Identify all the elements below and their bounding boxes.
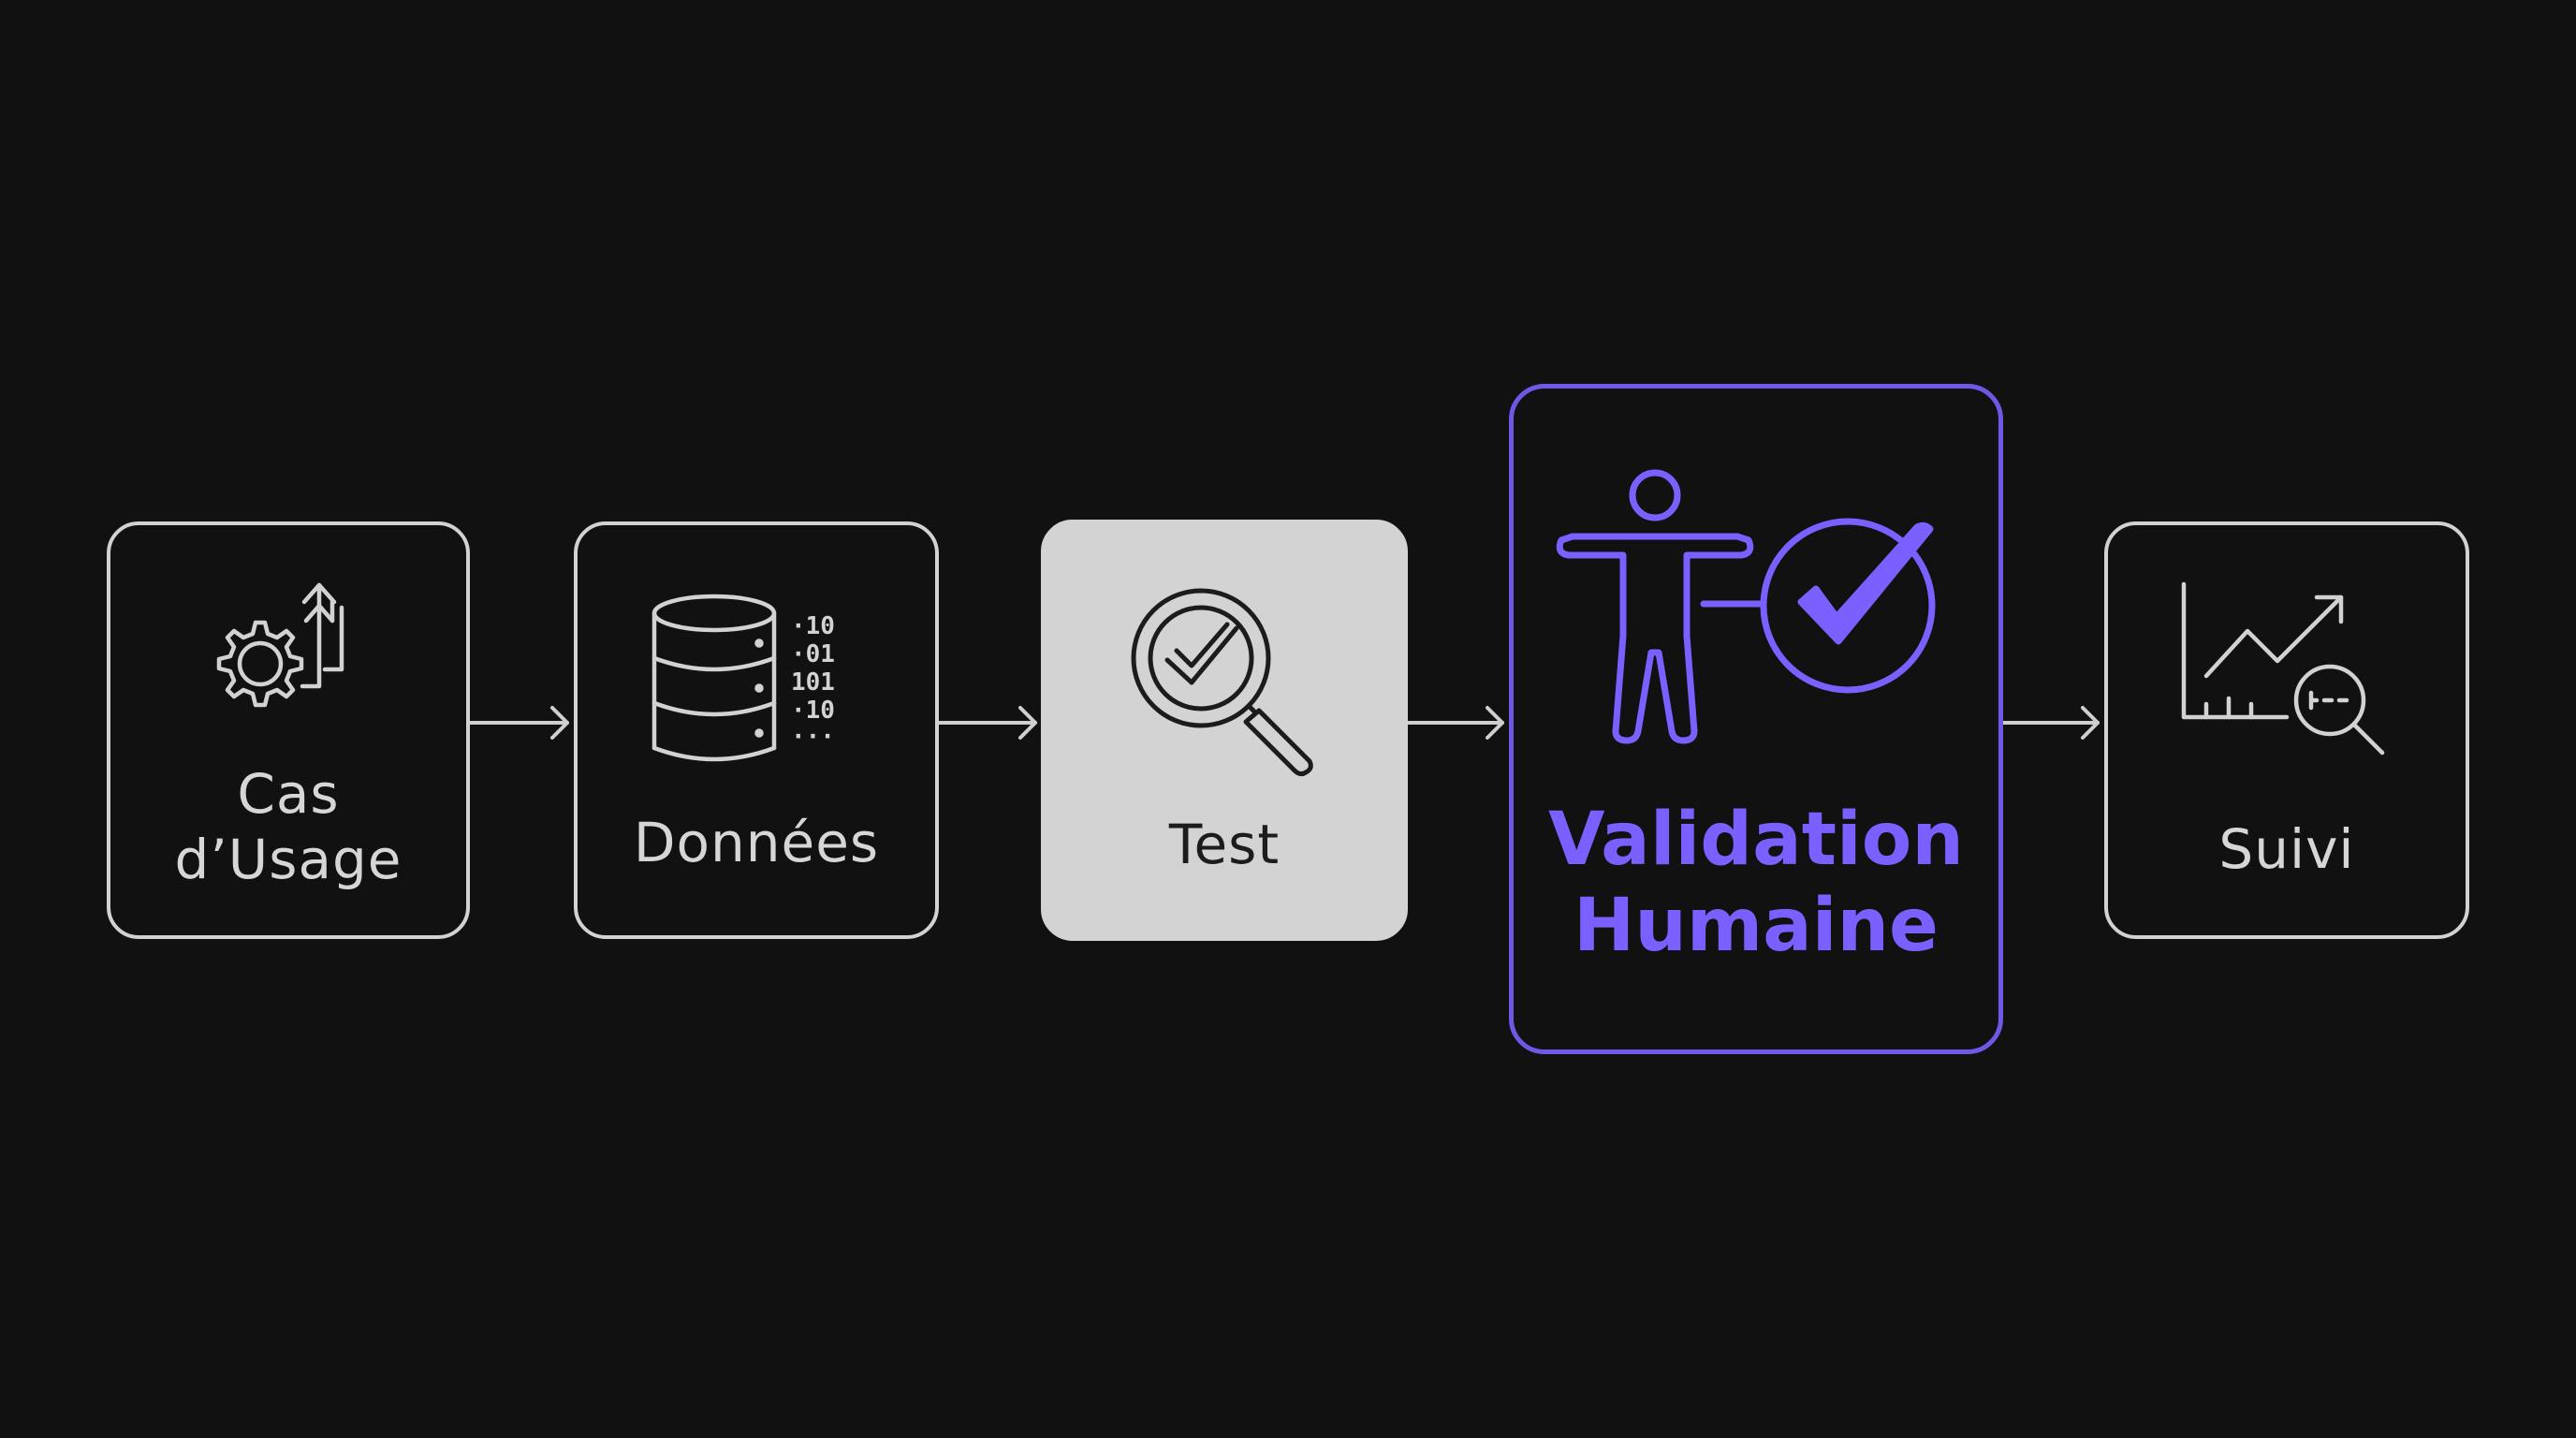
step-label: Test <box>1168 813 1281 876</box>
step-suivi: Suivi <box>2104 521 2469 939</box>
arrow-2-to-3 <box>937 706 1037 740</box>
step-validation-humaine: Validation Humaine <box>1509 384 2003 1054</box>
magnifier-check-icon <box>1131 588 1313 777</box>
step-label: Suivi <box>2218 817 2355 881</box>
step-test: Test <box>1041 520 1408 941</box>
step-donnees: ·10 ·01 101 ·10 ··· Données <box>574 521 939 939</box>
svg-text:···: ··· <box>791 723 835 751</box>
svg-text:·01: ·01 <box>791 640 835 668</box>
arrow-3-to-4 <box>1406 706 1504 740</box>
database-binary-icon: ·10 ·01 101 ·10 ··· <box>651 594 835 762</box>
svg-text:101: 101 <box>791 668 835 697</box>
svg-text:·10: ·10 <box>791 612 835 640</box>
step-label: Données <box>633 811 880 874</box>
person-check-icon <box>1556 469 1936 744</box>
arrow-1-to-2 <box>468 706 569 740</box>
step-label: Cas d’Usage <box>174 762 402 891</box>
arrow-4-to-5 <box>2001 706 2100 740</box>
chart-magnifier-icon <box>2181 581 2385 756</box>
svg-text:·10: ·10 <box>791 697 835 725</box>
gear-arrow-up-icon <box>216 582 344 708</box>
step-cas-usage: Cas d’Usage <box>107 521 470 939</box>
step-label: Validation Humaine <box>1548 798 1964 968</box>
